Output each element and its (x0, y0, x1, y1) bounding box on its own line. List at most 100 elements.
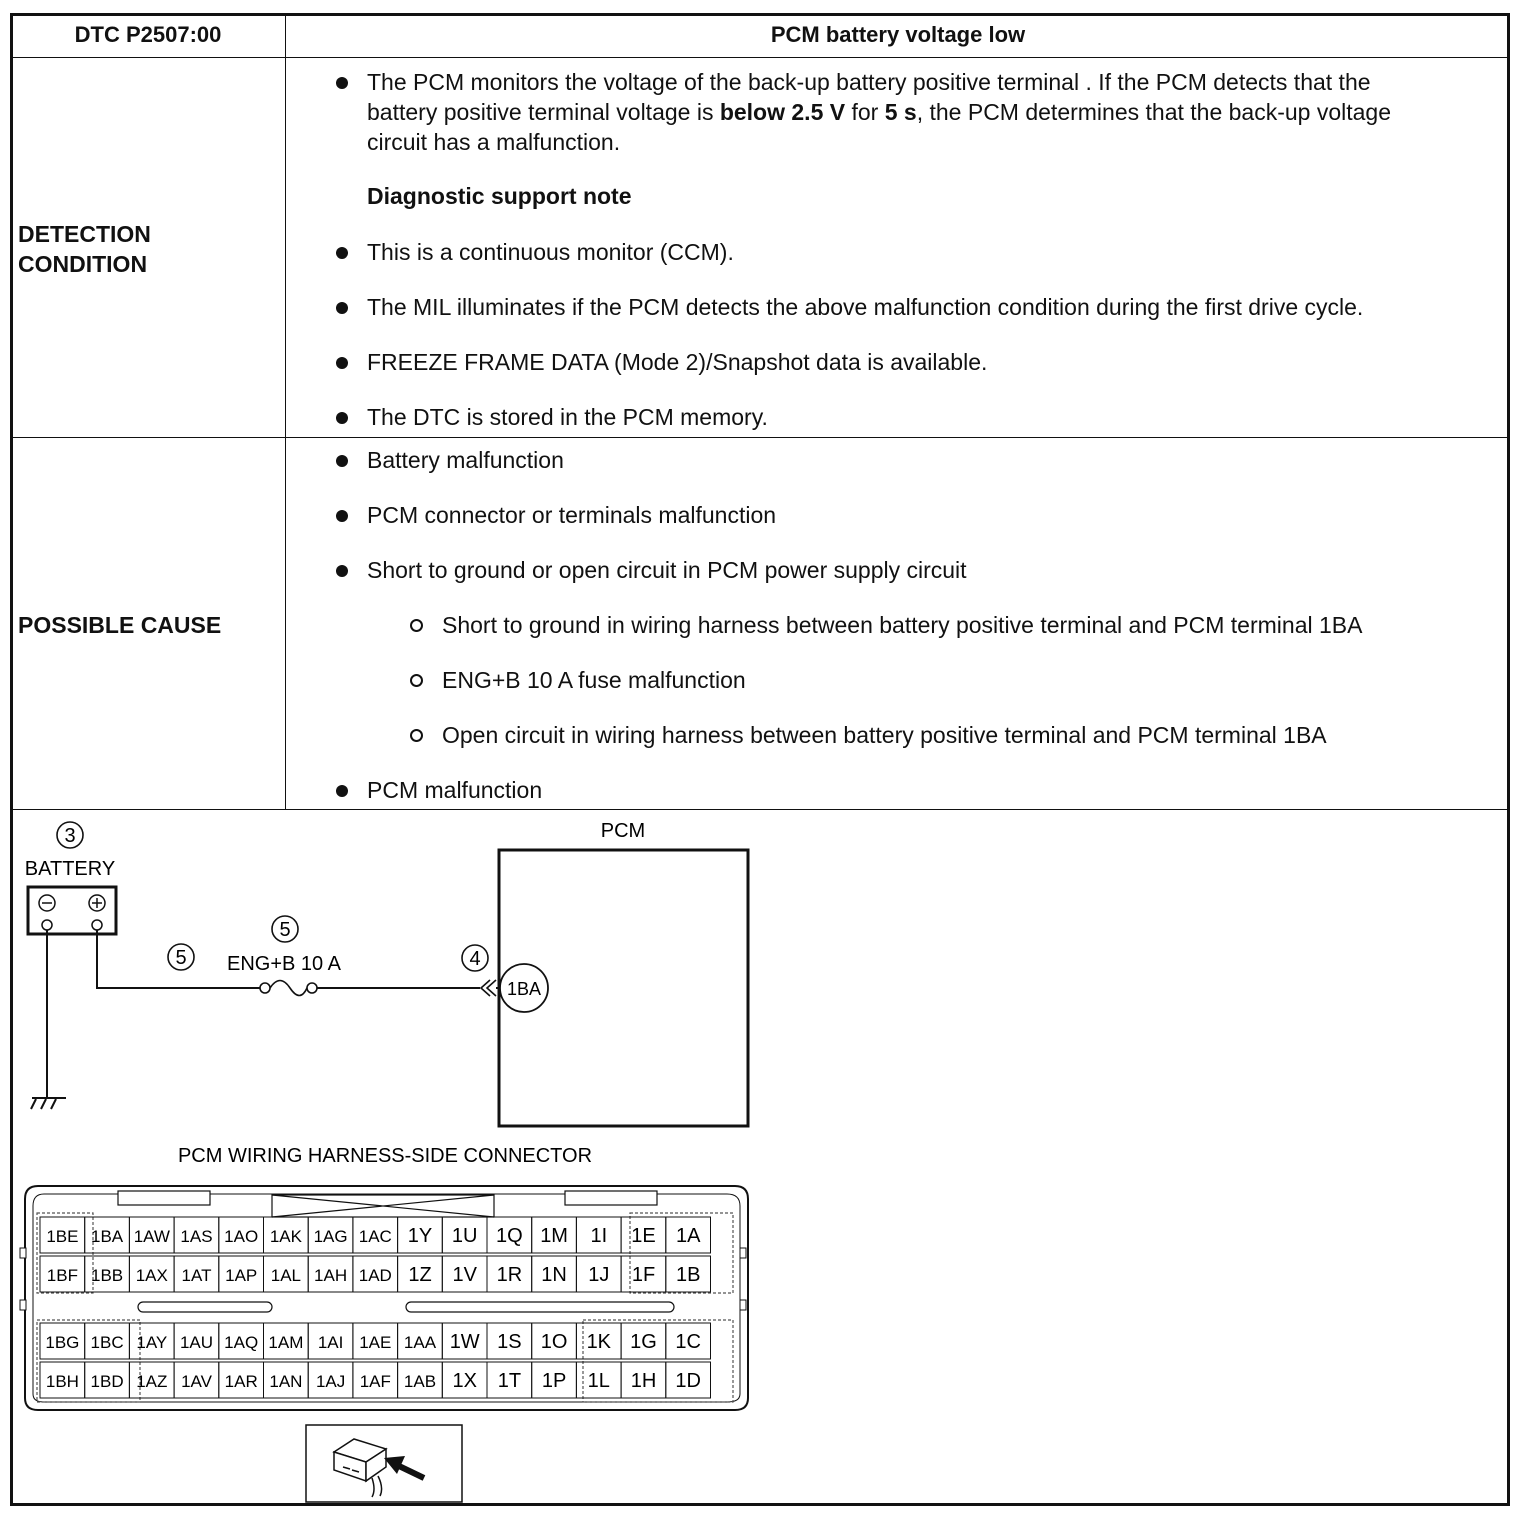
connector-pin-label: 1E (631, 1225, 655, 1247)
connector-pin: 1A (665, 1216, 711, 1254)
battery-icon (26, 885, 118, 936)
cause-subitem: ENG+B 10 A fuse malfunction (442, 667, 746, 693)
connector-pin-label: 1AA (404, 1333, 437, 1352)
connector-side-tab (739, 1247, 747, 1259)
connector-pin-label: 1D (675, 1370, 701, 1392)
connector-pin: 1D (665, 1361, 711, 1399)
cause-item: Battery malfunction (367, 447, 564, 473)
connector-pin-label: 1AS (180, 1227, 212, 1246)
connector-chevron-icon (479, 979, 497, 997)
battery-label: BATTERY (25, 858, 115, 880)
connector-side-tab (19, 1299, 27, 1311)
cause-item: Short to ground or open circuit in PCM p… (367, 557, 967, 583)
circle-bullet-icon (410, 619, 423, 632)
circle-bullet-icon (410, 674, 423, 687)
possible-cause-label: POSSIBLE CAUSE (18, 612, 222, 638)
connector-pin-label: 1X (452, 1370, 476, 1392)
connector-pin-label: 1AE (359, 1333, 391, 1352)
connector-pin-label: 1AX (136, 1266, 168, 1285)
pcm-terminal-label: 1BA (507, 979, 541, 999)
connector-pin-label: 1AG (314, 1227, 348, 1246)
connector-pin-label: 1Z (408, 1264, 431, 1286)
connector-pin-label: 1BC (91, 1333, 124, 1352)
bullet-icon (336, 565, 348, 577)
connector-pin-label: 1T (498, 1370, 521, 1392)
connector-ref-circle (461, 944, 489, 972)
connector-pin-label: 1AT (182, 1266, 212, 1285)
detection-description: The PCM monitors the voltage of the back… (367, 69, 1392, 155)
cause-item: PCM connector or terminals malfunction (367, 502, 777, 528)
dtc-code: DTC P2507:00 (74, 22, 222, 47)
connector-pin-label: 1AY (136, 1333, 167, 1352)
connector-title: PCM WIRING HARNESS-SIDE CONNECTOR (178, 1145, 592, 1167)
connector-pin-label: 1A (676, 1225, 701, 1247)
bullet-icon (336, 357, 348, 369)
column-divider (285, 14, 286, 810)
circle-bullet-icon (410, 729, 423, 742)
cause-divider (10, 809, 1510, 810)
support-note-heading: Diagnostic support note (367, 183, 632, 209)
connector-pin-label: 1I (590, 1225, 607, 1247)
connector-pin-label: 1AZ (136, 1372, 167, 1391)
support-note-item: This is a continuous monitor (CCM). (367, 239, 734, 265)
support-note-item: The MIL illuminates if the PCM detects t… (367, 294, 1364, 320)
connector-pin-label: 1AQ (224, 1333, 258, 1352)
connector-pin-label: 1P (542, 1370, 566, 1392)
connector-pin-label: 1R (497, 1264, 523, 1286)
fuse-ref-circle (271, 915, 299, 943)
connector-pin: 1B (665, 1255, 711, 1293)
connector-pin-label: 1AB (404, 1372, 436, 1391)
connector-pin-label: 1AP (225, 1266, 257, 1285)
bullet-icon (336, 247, 348, 259)
connector-pin-label: 1AR (225, 1372, 258, 1391)
connector-pin-label: 1BH (46, 1372, 79, 1391)
connector-pin-label: 1BE (46, 1227, 78, 1246)
connector-pin-label: 1AO (224, 1227, 258, 1246)
connector-pin-label: 1AV (181, 1372, 213, 1391)
connector-pin-label: 1O (541, 1331, 568, 1353)
connector-pin-label: 1AU (180, 1333, 213, 1352)
connector-pin-label: 1K (587, 1331, 612, 1353)
connector-pin-label: 1BG (45, 1333, 79, 1352)
connector-pin-label: 1W (450, 1331, 480, 1353)
connector-pin-label: 1N (541, 1264, 567, 1286)
battery-positive-wire (96, 930, 261, 989)
dtc-title: PCM battery voltage low (770, 22, 1026, 47)
connector-view-direction-icon (332, 1438, 388, 1498)
support-note-item: FREEZE FRAME DATA (Mode 2)/Snapshot data… (367, 349, 988, 375)
connector-pin-label: 1BA (91, 1227, 124, 1246)
connector-pin-label: 1AL (271, 1266, 301, 1285)
bullet-icon (336, 412, 348, 424)
connector-ref-number: 4 (469, 948, 480, 970)
bullet-icon (336, 77, 348, 89)
connector-pin-label: 1AD (359, 1266, 392, 1285)
bullet-icon (336, 302, 348, 314)
connector-pin-label: 1BB (91, 1266, 123, 1285)
connector-side-tab (739, 1299, 747, 1311)
connector-pin-label: 1AN (269, 1372, 302, 1391)
connector-pin-label: 1H (631, 1370, 657, 1392)
dtc-table (10, 13, 1510, 1506)
connector-pin-label: 1V (452, 1264, 477, 1286)
connector-housing (24, 1185, 749, 1411)
connector-pin-label: 1L (588, 1370, 610, 1392)
connector-pin-label: 1AF (360, 1372, 391, 1391)
battery-ref-circle (56, 821, 84, 849)
arrow-icon (384, 1456, 426, 1481)
connector-pin-label: 1B (676, 1264, 700, 1286)
cause-subitem: Open circuit in wiring harness between b… (442, 722, 1327, 748)
fuse-label: ENG+B 10 A (227, 953, 342, 975)
detection-label: DETECTION CONDITION (18, 221, 151, 277)
connector-pin-label: 1AW (134, 1227, 170, 1246)
connector-pin-label: 1AH (314, 1266, 347, 1285)
connector-pin: 1C (665, 1322, 711, 1360)
connector-slot-right (405, 1301, 675, 1313)
cause-item: PCM malfunction (367, 777, 543, 803)
connector-pin-label: 1BD (91, 1372, 124, 1391)
bullet-icon (336, 510, 348, 522)
battery-ref-number: 3 (64, 825, 75, 847)
connector-pin-label: 1AJ (316, 1372, 345, 1391)
connector-side-tab (19, 1247, 27, 1259)
pcm-terminal-circle (499, 963, 549, 1013)
ground-icon (30, 1097, 66, 1110)
